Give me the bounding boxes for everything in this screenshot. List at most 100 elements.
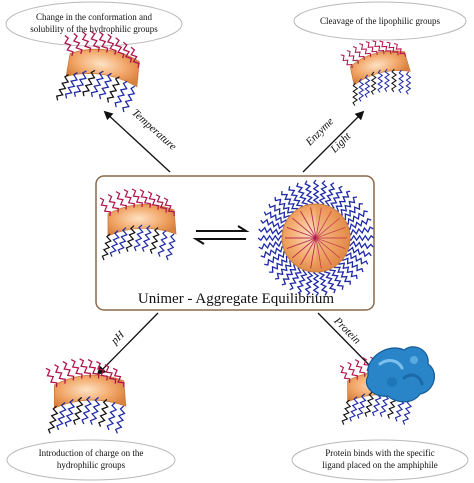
callout-top-left-line2: solubility of the hydrophilic groups [30,24,158,34]
corona-chain [341,203,363,220]
hydrophilic-chain [123,189,135,208]
corona-chain [260,218,287,230]
core-chain [291,217,317,239]
core-chain [300,210,317,239]
core-chain [315,237,346,250]
lipophilic-chain [72,396,84,425]
corona-chain [258,240,285,250]
corona-chain [347,234,375,242]
corona-chain [260,245,286,258]
lipophilic-chain [55,74,70,101]
hydrophilic-chain [107,194,119,213]
lipophilic-chain [349,396,359,422]
corona-chain [346,218,372,231]
corona-chain [264,251,288,266]
core-chain [315,237,341,259]
corona-chain [258,226,285,236]
hydrophilic-chain [147,191,159,210]
callout-bottom-right-line2: ligand placed on the amphiphile [322,460,437,470]
label-temperature: Temperature [129,107,178,153]
hydrophilic-chain [96,361,108,381]
hydrophobic-core-band [349,50,411,86]
hydrophilic-chain [122,41,133,63]
hydrophilic-chain [354,359,366,377]
hydrophilic-chain [54,364,66,384]
corona-chain [296,267,308,294]
corona-chain [263,211,289,224]
hydrophilic-chain [340,54,353,69]
label-ph: pH [108,328,127,347]
core-chain [286,226,317,239]
corona-chain [345,246,372,258]
corona-chain [330,185,343,211]
callout-bottom-left: Introduction of charge on the hydrophili… [6,439,176,481]
corona-chain [269,256,291,273]
hydrophilic-chain [139,189,151,208]
callout-bottom-right: Protein binds with the specific ligand p… [291,439,469,481]
arrow-ph [96,312,159,376]
lipophilic-chain [64,398,76,427]
corona-chain [274,196,295,216]
equilibrium-title: Unimer - Aggregate Equilibrium [138,291,335,307]
hydrophilic-chain [72,32,83,55]
corona-chain [304,180,314,207]
lipophilic-chain [398,69,405,94]
unimer-illustration-ph [45,358,127,434]
lipophilic-chain [106,76,120,103]
callout-bottom-right-line1: Protein binds with the specific [325,448,434,458]
lipophilic-chain [141,225,152,252]
callout-bottom-left-line1: Introduction of charge on the [39,448,144,458]
arrow-enzyme-light [302,110,365,173]
unimer-illustration-center [99,188,177,261]
lipophilic-chain [133,224,144,252]
lipophilic-chain [384,68,390,92]
lipophilic-chain [364,391,375,417]
hydrophilic-chain [347,361,358,380]
corona-chain [312,269,320,297]
hydrophilic-chain [98,31,109,53]
lipophilic-chain [341,399,352,425]
lipophilic-chain [352,82,359,106]
hydrophilic-chain [163,197,175,217]
lipophilic-chain [47,405,59,434]
equilibrium-arrows [192,225,250,245]
hydrophilic-chain [386,41,399,56]
corona-chain [318,269,328,296]
corona-chain [312,179,320,207]
lipophilic-chain [370,71,377,95]
corona-chain [257,234,285,242]
lipophilic-chain [358,78,365,102]
lipophilic-chain [90,70,104,98]
hydrophilic-chain [99,197,111,217]
hydrophilic-chain [365,41,378,55]
hydrophobic-core-band [65,48,140,88]
corona-chain [274,259,294,280]
corona-chain [334,190,351,213]
hydrophilic-chain [339,365,351,383]
arrow-protein [317,312,378,374]
core-chain [315,210,332,239]
hydrophilic-chain [104,364,117,384]
lipophilic-chain [356,393,367,419]
hydrophilic-chain [112,367,125,388]
hydrophilic-chain [131,188,143,208]
hydrophilic-chain [352,46,365,60]
corona-chain [318,180,328,207]
lipophilic-chain [98,72,113,100]
hydrophilic-chain [70,359,83,379]
lipophilic-chain [405,71,412,95]
callout-top-right: Cleavage of the lipophilic groups [293,1,467,41]
hydrophilic-chain [81,31,92,53]
corona-chain [323,268,336,294]
arrow-temperature [103,110,171,173]
corona-chain [329,266,344,290]
corona-chain [304,269,314,296]
unimer-illustration-enzyme [340,40,412,106]
lipophilic-chain [122,85,136,113]
corona-chain [324,182,336,209]
lipophilic-chain [56,402,67,431]
hydrophilic-chain [64,35,74,57]
hydrophilic-chain [87,359,100,379]
corona-chain [341,256,364,273]
corona-chain [344,210,368,225]
